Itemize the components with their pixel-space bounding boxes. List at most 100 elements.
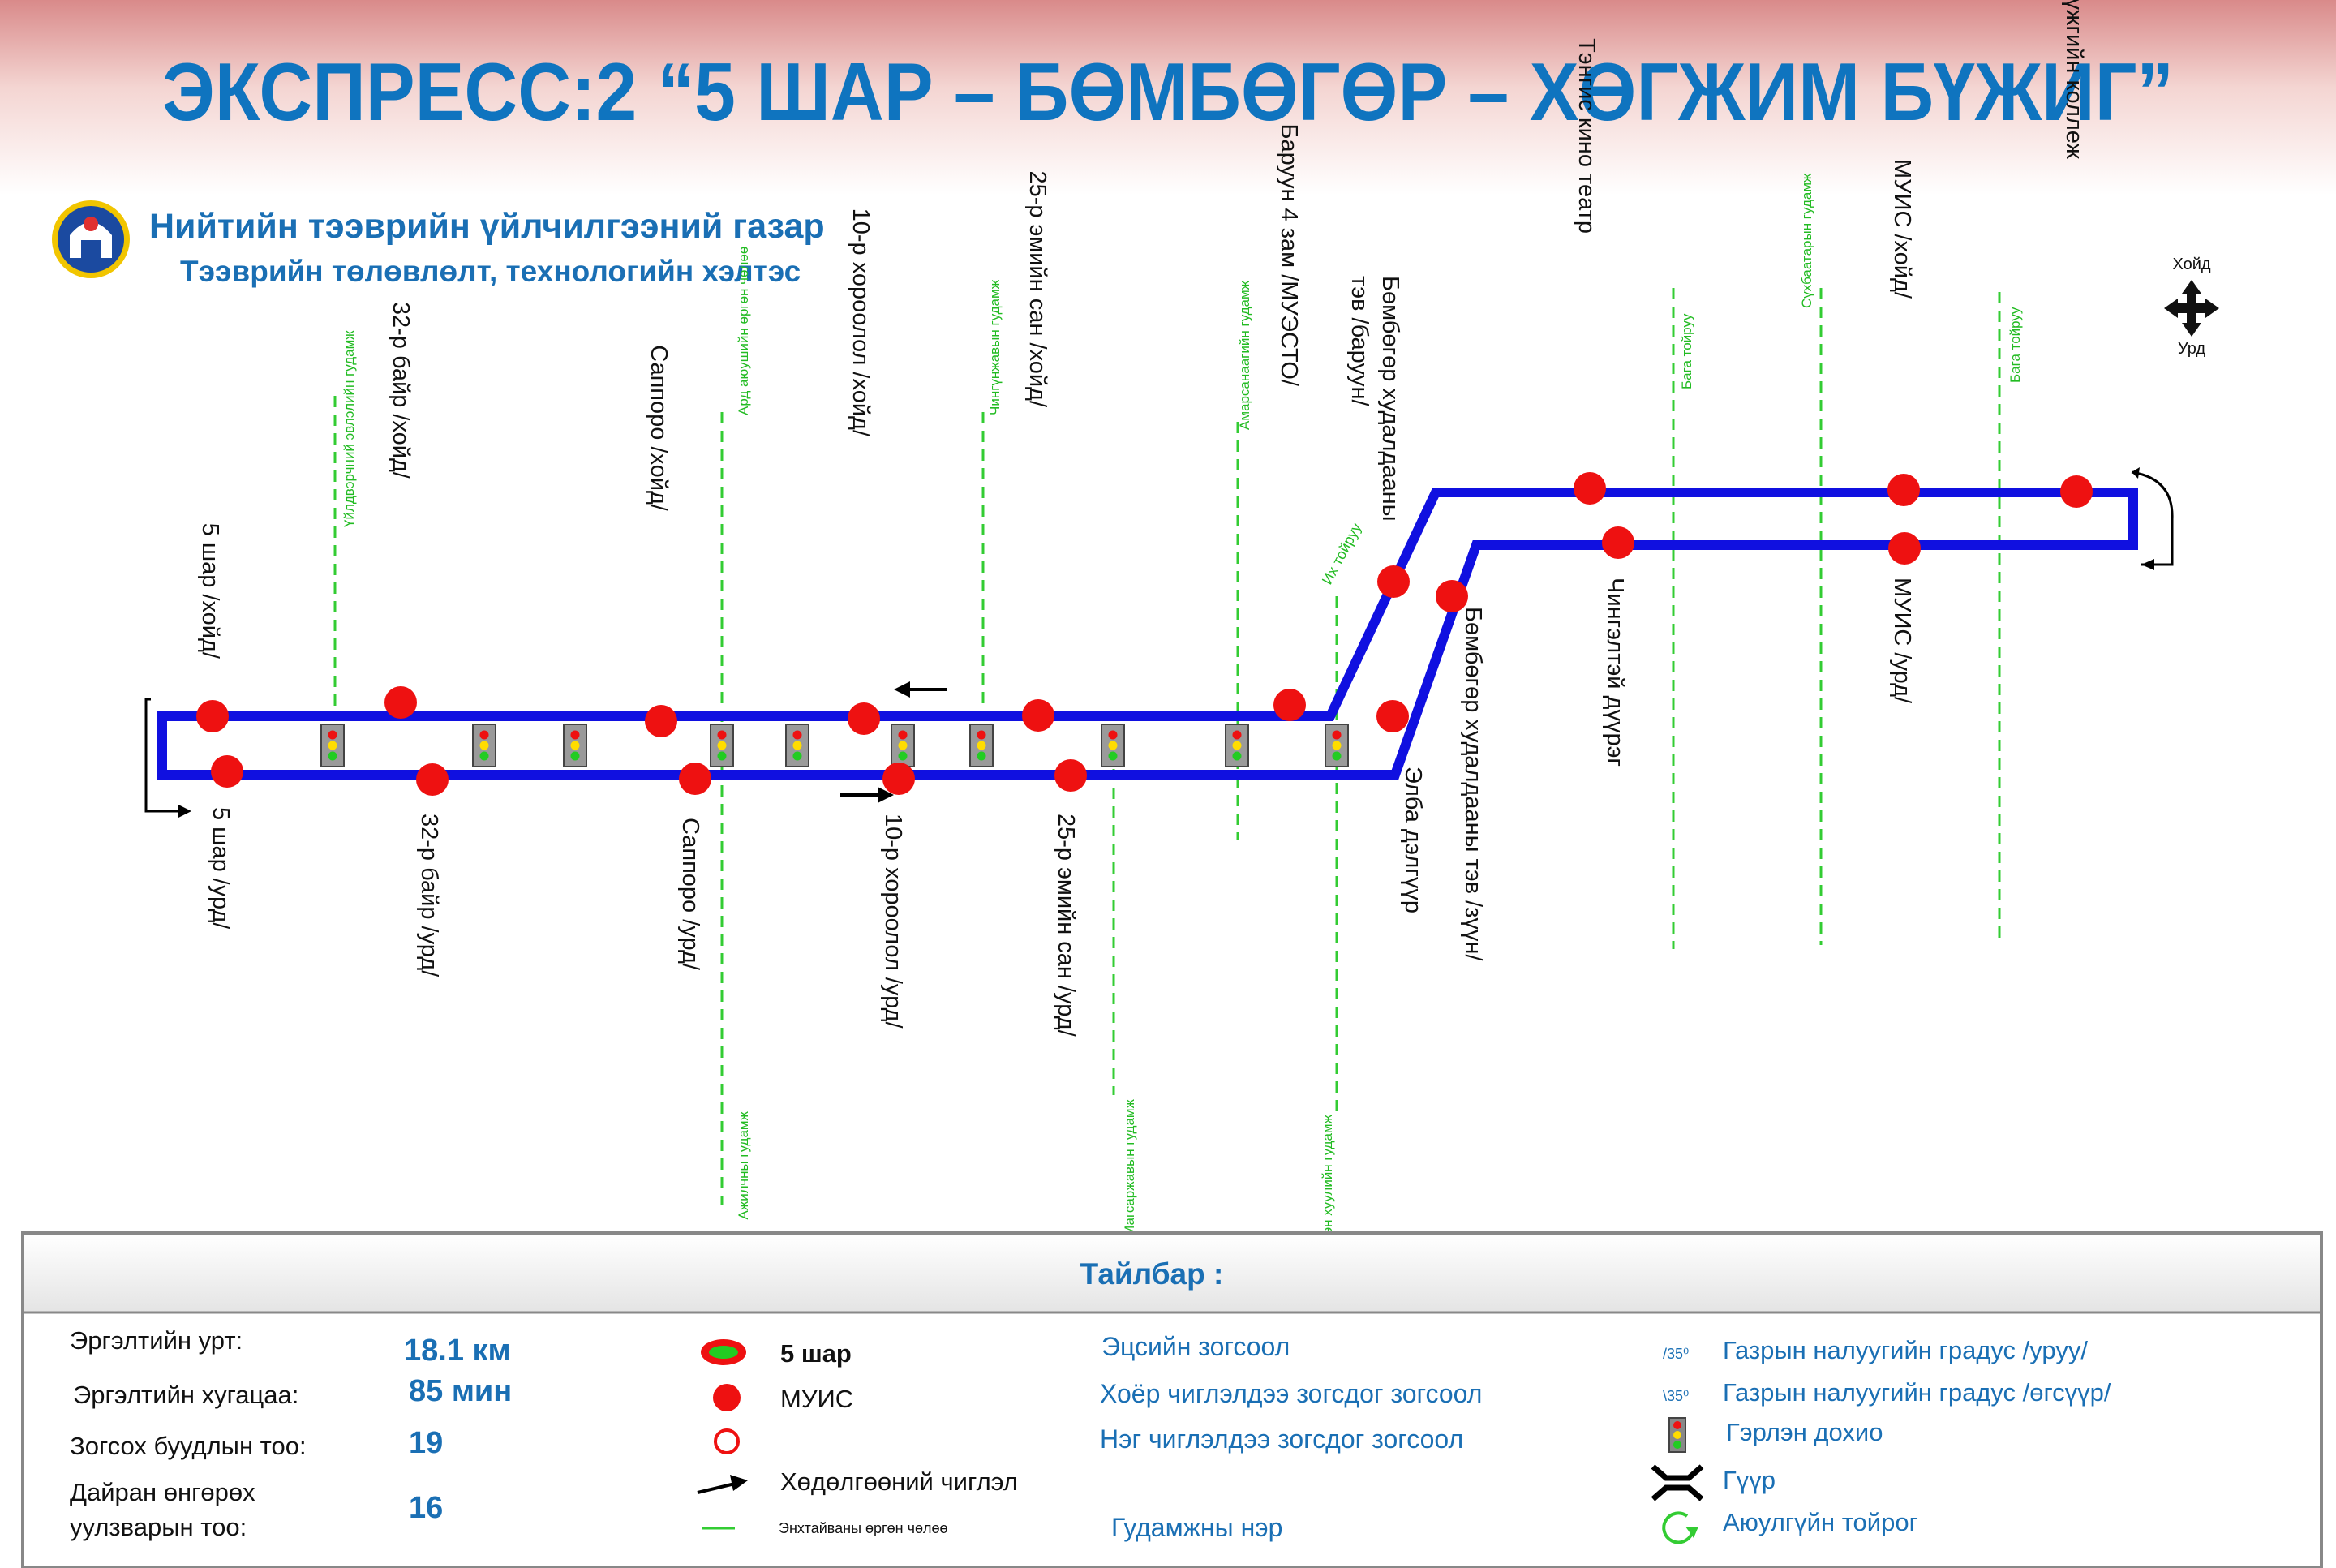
turnaround-arrow-west bbox=[144, 698, 187, 813]
stop-north-marker[interactable] bbox=[196, 700, 229, 732]
stop-south-marker[interactable] bbox=[1436, 580, 1468, 612]
legend-end-stop: Эцсийн зогсоол bbox=[1101, 1332, 1290, 1361]
one-way-stop-icon bbox=[714, 1428, 740, 1454]
compass-icon: Хойд Урд bbox=[2164, 256, 2219, 358]
compass-north-label: Хойд bbox=[2172, 256, 2210, 273]
legend-title: Тайлбар : bbox=[1080, 1257, 1224, 1291]
stop-north-label: 5 шар /хойд/ bbox=[197, 523, 223, 659]
traffic-light-icon bbox=[563, 724, 587, 767]
legend-stop-label: МУИС bbox=[780, 1385, 853, 1413]
legend-direction-label: Хөдөлгөөний чиглэл bbox=[780, 1467, 1018, 1496]
traffic-light-icon bbox=[969, 724, 994, 767]
street-label: Бага тойруу bbox=[1679, 313, 1694, 389]
stop-south-marker[interactable] bbox=[1602, 526, 1634, 559]
traffic-lights bbox=[320, 724, 1349, 767]
stop-south-label: 25-р эмийн сан /урд/ bbox=[1053, 814, 1079, 1037]
legend-grade-up: Газрын налуугийн градус /өгсүүр/ bbox=[1723, 1378, 2111, 1407]
traffic-light-icon bbox=[710, 724, 734, 767]
traffic-light-icon bbox=[320, 724, 345, 767]
stop-south-marker[interactable] bbox=[882, 763, 915, 795]
terminal-stop-icon bbox=[701, 1339, 746, 1365]
grade-up-symbol: \35⁰ bbox=[1663, 1388, 1689, 1404]
legend-bridge: Гүүр bbox=[1723, 1466, 1776, 1494]
traffic-light-icon bbox=[1101, 724, 1125, 767]
stop-north-label: Бөмбөгөр худалдаанытэв /баруун/ bbox=[1346, 276, 1403, 521]
stop-south-label: 32-р байр /урд/ bbox=[416, 814, 442, 977]
stat-intersection-label: Дайран өнгөрөх bbox=[70, 1478, 256, 1506]
direction-arrow-icon bbox=[697, 1475, 748, 1494]
legend-header bbox=[24, 1235, 2320, 1312]
traffic-light-icon bbox=[785, 724, 809, 767]
grade-down-symbol: /35⁰ bbox=[1663, 1346, 1689, 1362]
stop-icon bbox=[713, 1384, 741, 1411]
stat-round-time-value: 85 мин bbox=[409, 1374, 512, 1408]
bridge-icon bbox=[1651, 1464, 1704, 1501]
stop-north-label: 10-р хороолол /хойд/ bbox=[848, 208, 874, 437]
street-label: Магсаржавын гудамж bbox=[1122, 1098, 1137, 1236]
traffic-light-icon bbox=[1325, 724, 1349, 767]
stop-north-marker[interactable] bbox=[1022, 699, 1054, 732]
organization-name: Нийтийн тээврийн үйлчилгээний газар bbox=[149, 207, 825, 246]
stop-north-marker[interactable] bbox=[1574, 472, 1606, 505]
legend-street-label: Энхтайваны өргөн чөлөө bbox=[779, 1520, 948, 1536]
stop-north-marker[interactable] bbox=[848, 702, 880, 735]
stat-round-time-label: Эргэлтийн хугацаа: bbox=[73, 1381, 298, 1409]
stop-north-marker[interactable] bbox=[1273, 689, 1306, 721]
stop-south-marker[interactable] bbox=[1054, 759, 1087, 792]
stop-north-label: МУИС /хойд/ bbox=[1889, 159, 1915, 299]
department-name: Тээврийн төлөвлөлт, технологийн хэлтэс bbox=[180, 255, 801, 288]
stop-north-marker[interactable] bbox=[384, 686, 417, 719]
stat-route-length-label: Эргэлтийн урт: bbox=[70, 1326, 243, 1355]
stat-stop-count-label: Зогсох буудлын тоо: bbox=[70, 1432, 307, 1460]
stat-stop-count-value: 19 bbox=[409, 1426, 443, 1460]
header-band bbox=[0, 0, 2336, 195]
street-label: Бага тойруу bbox=[2008, 307, 2023, 383]
roundabout-icon bbox=[1662, 1511, 1698, 1544]
stop-north-label: Саппоро /хойд/ bbox=[646, 345, 672, 512]
organization-logo-icon bbox=[52, 200, 130, 278]
stat-intersection-value: 16 bbox=[409, 1491, 443, 1525]
street-lines: Үйлдвэрчний эвлэлийн гудамж Ард аюушийн ө… bbox=[333, 173, 2023, 1265]
street-label: Амарсанаагийн гудамж bbox=[1237, 280, 1252, 430]
street-label: Ард аюушийн өргөн чөлөө bbox=[736, 247, 751, 415]
stop-north-label: 25-р эмийн сан /хойд/ bbox=[1024, 170, 1050, 407]
stop-north-marker[interactable] bbox=[645, 705, 677, 737]
legend-grade-down: Газрын налуугийн градус /уруу/ bbox=[1723, 1336, 2088, 1364]
stop-south-marker[interactable] bbox=[211, 755, 243, 788]
direction-arrow-west bbox=[894, 681, 947, 698]
stop-north-label: Баруун 4 зам /МУЭСТО/ bbox=[1276, 124, 1302, 387]
stop-south-label: Элба дэлгүүр bbox=[1400, 767, 1426, 913]
stop-south-marker[interactable] bbox=[416, 763, 449, 796]
stop-south-marker[interactable] bbox=[1888, 532, 1921, 565]
stop-south-label: Бөмбөгөр худалдааны тэв /зүүн/ bbox=[1460, 607, 1486, 961]
stop-north-marker[interactable] bbox=[2060, 475, 2093, 508]
turnaround-arrow-east bbox=[2131, 470, 2174, 566]
street-label: Их тойруу bbox=[1319, 520, 1365, 587]
legend-roundabout: Аюулгүйн тойрог bbox=[1723, 1508, 1918, 1536]
stop-south-marker[interactable] bbox=[1376, 700, 1409, 732]
stop-north-label: 32-р байр /хойд/ bbox=[388, 302, 414, 479]
stop-south-marker[interactable] bbox=[679, 763, 711, 795]
page-title: ЭКСПРЕСС:2 “5 ШАР – БӨМБӨГӨР – ХӨГЖИМ БҮ… bbox=[162, 47, 2174, 138]
legend-street-name: Гудамжны нэр bbox=[1111, 1513, 1282, 1542]
street-label: Үйлдвэрчний эвлэлийн гудамж bbox=[341, 330, 357, 527]
stop-south-label: Чингэлтэй дүүрэг bbox=[1602, 578, 1628, 767]
legend-one-way-stop: Нэг чиглэлдээ зогсдог зогсоол bbox=[1100, 1424, 1463, 1454]
stop-north-marker[interactable] bbox=[1887, 474, 1920, 506]
traffic-light-icon bbox=[472, 724, 496, 767]
stat-intersection-label-2: уулзварын тоо: bbox=[70, 1513, 247, 1541]
stop-south-label: 10-р хороолол /урд/ bbox=[880, 814, 906, 1029]
direction-arrow-east bbox=[840, 787, 894, 803]
stop-north-marker[interactable] bbox=[1377, 565, 1410, 598]
stat-route-length-value: 18.1 км bbox=[404, 1334, 511, 1368]
compass-south-label: Урд bbox=[2178, 340, 2205, 358]
stop-south-label: 5 шар /урд/ bbox=[208, 807, 234, 930]
stop-south-label: МУИС /урд/ bbox=[1889, 578, 1915, 704]
stop-north-label: Хөгжим бүжгийн коллеж bbox=[2061, 0, 2087, 160]
legend-traffic-light: Гэрлэн дохио bbox=[1726, 1418, 1883, 1446]
street-label: Сүхбаатарын гудамж bbox=[1799, 173, 1814, 308]
traffic-light-icon bbox=[1668, 1417, 1686, 1453]
traffic-light-icon bbox=[1225, 724, 1249, 767]
